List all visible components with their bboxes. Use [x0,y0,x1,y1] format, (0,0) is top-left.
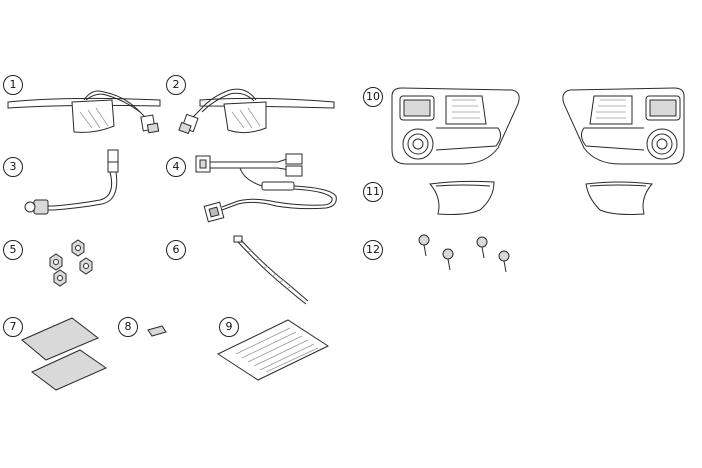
part-3-lamp-socket-cable [24,149,119,215]
part-1-lamp-bracket-left [7,90,161,134]
part-number-10: 10 [363,87,383,107]
part-number-4: 4 [166,157,186,177]
part-number-7: 7 [3,317,23,337]
part-11-cover-left [429,180,495,215]
part-11-cover-right [585,181,653,215]
part-number-8: 8 [118,317,138,337]
part-number-3: 3 [3,157,23,177]
part-5-nuts [49,239,93,287]
part-7-adhesive-pads [21,317,108,391]
part-2-lamp-bracket-right [178,88,335,135]
part-number-6: 6 [166,240,186,260]
part-number-12: 12 [363,240,383,260]
part-10-bezel-left [391,87,520,165]
part-number-5: 5 [3,240,23,260]
part-8-label [147,325,167,337]
part-12-screws [418,234,510,273]
part-number-11: 11 [363,182,383,202]
part-9-instruction-manual [216,319,330,381]
part-number-2: 2 [166,75,186,95]
part-number-1: 1 [3,75,23,95]
part-4-wiring-harness [195,153,337,223]
part-number-9: 9 [219,317,239,337]
part-6-cable-tie [233,235,309,305]
part-10-bezel-right [562,87,685,165]
